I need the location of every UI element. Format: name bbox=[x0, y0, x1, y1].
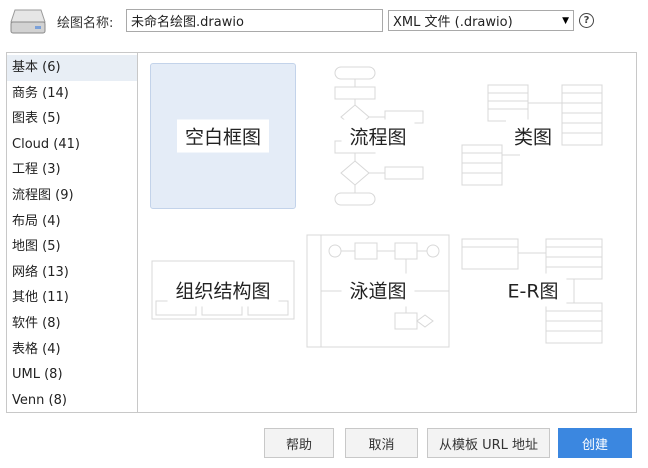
category-item-flowcharts[interactable]: 流程图 (9) bbox=[12, 187, 74, 203]
template-er-diagram[interactable]: E-R图 bbox=[460, 217, 606, 363]
category-item-venn[interactable]: Venn (8) bbox=[12, 392, 67, 408]
template-label: 流程图 bbox=[341, 119, 415, 153]
create-button[interactable]: 创建 bbox=[558, 428, 632, 458]
template-flowchart[interactable]: 流程图 bbox=[305, 63, 451, 209]
template-label: E-R图 bbox=[499, 273, 567, 307]
file-type-select[interactable]: XML 文件 (.drawio) ▼ bbox=[388, 10, 574, 31]
template-panel: 基本 (6) 商务 (14) 图表 (5) Cloud (41) 工程 (3) … bbox=[6, 52, 637, 413]
template-label: 类图 bbox=[505, 119, 561, 153]
drive-icon bbox=[10, 9, 46, 34]
er-diagram-thumbnail bbox=[461, 238, 603, 344]
class-diagram-thumbnail bbox=[461, 84, 603, 186]
template-swimlane[interactable]: 泳道图 bbox=[305, 217, 451, 363]
category-item-business[interactable]: 商务 (14) bbox=[12, 85, 69, 101]
template-class-diagram[interactable]: 类图 bbox=[460, 63, 606, 209]
from-template-url-button[interactable]: 从模板 URL 地址 bbox=[427, 428, 550, 458]
filename-input[interactable] bbox=[126, 9, 383, 32]
help-button[interactable]: 帮助 bbox=[264, 428, 334, 458]
cancel-button[interactable]: 取消 bbox=[345, 428, 418, 458]
template-label: 空白框图 bbox=[176, 119, 270, 153]
category-list: 基本 (6) 商务 (14) 图表 (5) Cloud (41) 工程 (3) … bbox=[7, 53, 138, 412]
template-blank[interactable]: 空白框图 bbox=[150, 63, 296, 209]
category-item-software[interactable]: 软件 (8) bbox=[12, 315, 61, 331]
category-item-tables[interactable]: 表格 (4) bbox=[12, 341, 61, 357]
template-grid: 空白框图 流程图 bbox=[138, 53, 636, 412]
file-type-value: XML 文件 (.drawio) bbox=[393, 15, 513, 30]
template-label: 组织结构图 bbox=[167, 273, 279, 307]
category-item-other[interactable]: 其他 (11) bbox=[12, 290, 69, 306]
template-org-chart[interactable]: 组织结构图 bbox=[150, 217, 296, 363]
template-label: 泳道图 bbox=[341, 273, 415, 307]
category-item-cloud[interactable]: Cloud (41) bbox=[12, 136, 80, 152]
category-item-uml[interactable]: UML (8) bbox=[12, 367, 63, 383]
category-item-layout[interactable]: 布局 (4) bbox=[12, 213, 61, 229]
filename-label: 绘图名称: bbox=[57, 16, 114, 31]
dropdown-caret-icon: ▼ bbox=[562, 15, 569, 26]
help-icon[interactable]: ? bbox=[579, 13, 594, 28]
category-item-basic[interactable]: 基本 (6) bbox=[7, 55, 137, 81]
category-item-network[interactable]: 网络 (13) bbox=[12, 264, 69, 280]
category-item-charts[interactable]: 图表 (5) bbox=[12, 111, 61, 127]
category-item-maps[interactable]: 地图 (5) bbox=[12, 239, 61, 255]
category-item-engineering[interactable]: 工程 (3) bbox=[12, 162, 61, 178]
